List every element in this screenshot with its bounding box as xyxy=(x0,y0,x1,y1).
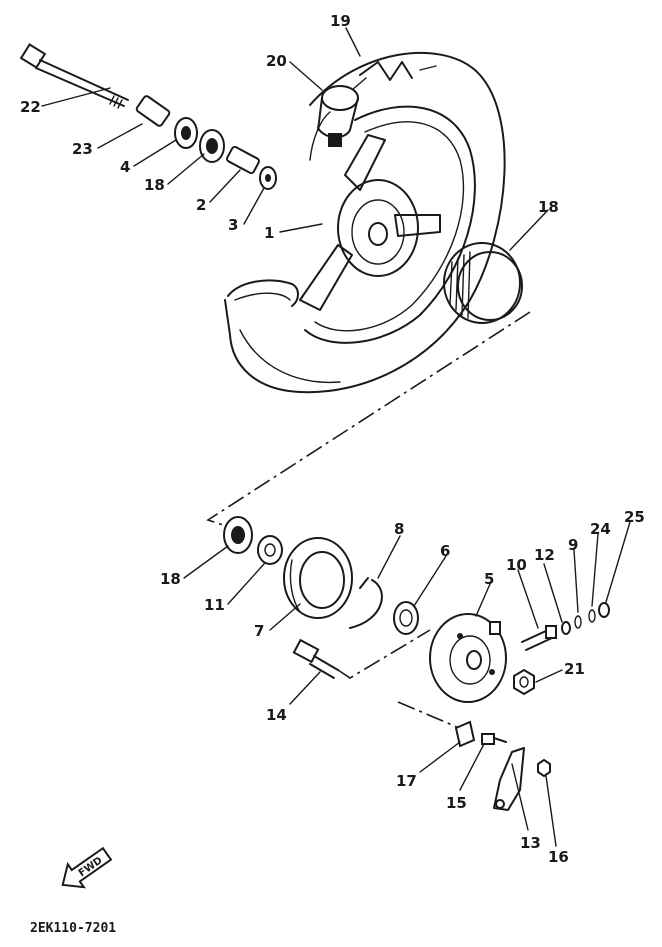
callout-2: 2 xyxy=(196,196,206,214)
part-18-bearing-lower xyxy=(223,516,253,554)
part-26-cap xyxy=(598,602,610,618)
leader-lines xyxy=(41,27,631,847)
part-14-camshaft xyxy=(292,638,339,679)
assembly-line-upper xyxy=(206,311,531,529)
callout-18-lower: 18 xyxy=(160,570,181,588)
drawing-code: 2EK110-7201 xyxy=(30,921,116,936)
part-10-bolt xyxy=(521,625,557,651)
callout-19: 18 xyxy=(538,198,559,216)
part-17-indicator-plate xyxy=(454,720,476,748)
callout-16: 16 xyxy=(548,848,569,866)
part-8-spring xyxy=(349,577,383,629)
part-4-oil-seal xyxy=(174,117,198,149)
callout-3: 3 xyxy=(228,216,238,234)
fwd-arrow-icon: FWD xyxy=(61,846,113,889)
callout-14: 14 xyxy=(266,706,287,724)
part-11-collar xyxy=(257,535,283,565)
callout-11: 11 xyxy=(204,596,225,614)
part-24-collar xyxy=(135,95,171,127)
part-12-washer xyxy=(561,621,571,635)
callout-15: 15 xyxy=(446,794,467,812)
part-25-clip xyxy=(588,609,596,623)
part-23-axle-bolt xyxy=(19,43,129,109)
callouts: 19 20 22 23 4 18 2 3 1 18 18 11 7 8 6 5 … xyxy=(20,12,645,866)
callout-9: 9 xyxy=(568,536,578,554)
part-13-cam-lever xyxy=(493,747,525,811)
part-22-axle-nut xyxy=(513,668,535,696)
part-16-nut xyxy=(537,758,551,778)
callout-4: 4 xyxy=(120,158,130,176)
callout-6: 6 xyxy=(440,542,450,560)
assembly-line-lower xyxy=(337,629,465,731)
part-9-clip xyxy=(574,615,582,629)
callout-22: 21 xyxy=(564,660,585,678)
part-3-flange-spacer xyxy=(259,166,277,190)
callout-13: 13 xyxy=(520,834,541,852)
callout-12: 12 xyxy=(534,546,555,564)
part-15-bolt xyxy=(481,733,507,745)
callout-10: 10 xyxy=(506,556,527,574)
part-5-brake-plate xyxy=(429,613,507,703)
callout-1: 1 xyxy=(264,224,274,242)
part-7-brake-shoes xyxy=(283,537,353,619)
callout-18-upper: 18 xyxy=(144,176,165,194)
callout-7: 7 xyxy=(254,622,264,640)
callout-23: 22 xyxy=(20,98,41,116)
wheel-assembly xyxy=(224,51,506,394)
part-21-valve-boot xyxy=(317,85,359,147)
callout-24: 23 xyxy=(72,140,93,158)
callout-21: 20 xyxy=(266,52,287,70)
callout-17: 17 xyxy=(396,772,417,790)
callout-25: 24 xyxy=(590,520,611,538)
part-19-drum-ring xyxy=(443,242,523,324)
callout-20: 19 xyxy=(330,12,351,30)
part-2-spacer xyxy=(226,145,260,175)
callout-8: 8 xyxy=(394,520,404,538)
callout-26: 25 xyxy=(624,508,645,526)
callout-5: 5 xyxy=(484,570,494,588)
part-18-bearing-upper xyxy=(199,129,225,163)
part-6-oil-seal xyxy=(393,601,419,635)
